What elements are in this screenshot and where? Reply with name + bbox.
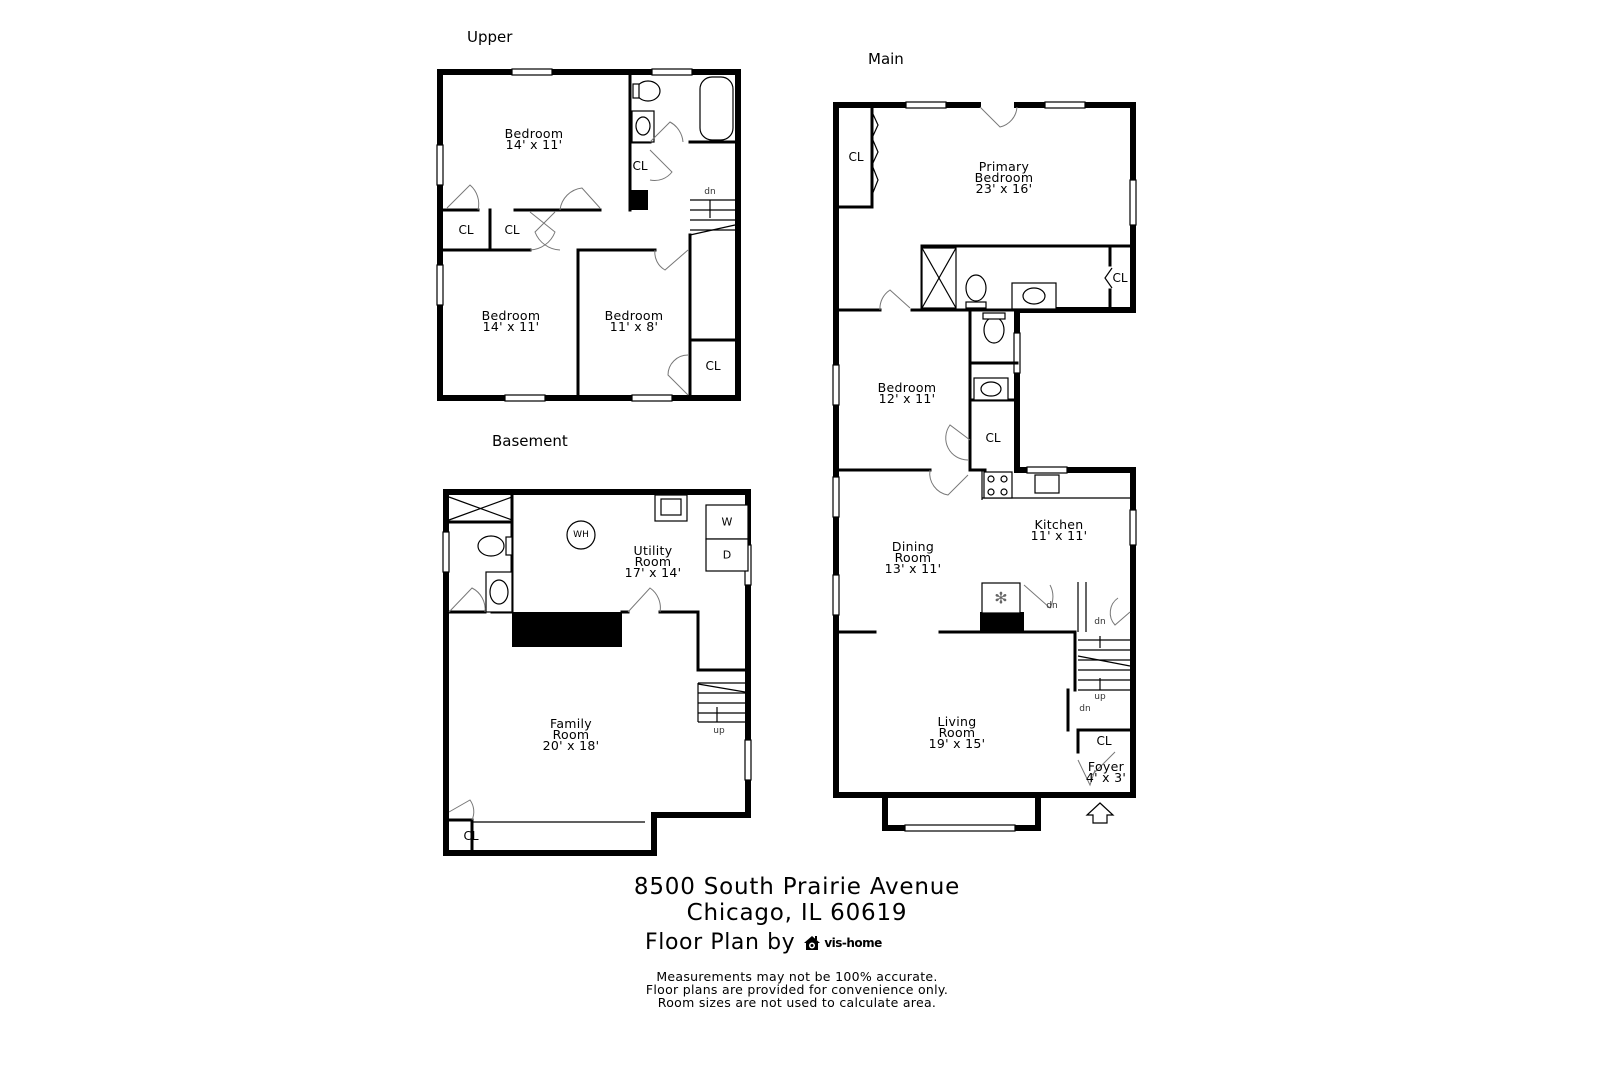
stair-down-label: dn: [1094, 617, 1106, 627]
room-primary-bedroom: Primary Bedroom 23' x 16': [974, 159, 1034, 196]
closet-label: CL: [632, 159, 648, 173]
room-name-line2: Room: [894, 550, 932, 565]
room-size: 4' x 3': [1085, 770, 1127, 785]
room-size: 17' x 14': [624, 565, 682, 580]
basement-floor-plan: [442, 489, 752, 856]
room-name: Kitchen: [1034, 517, 1084, 532]
room-size: 11' x 8': [609, 319, 659, 334]
room-size: 13' x 11': [884, 561, 942, 576]
room-name-line1: Primary: [978, 159, 1030, 174]
room-name-line2: Bedroom: [974, 170, 1034, 185]
washer-label: W: [721, 515, 733, 529]
property-address: 8500 South Prairie Avenue Chicago, IL 60…: [634, 874, 960, 926]
room-foyer: Foyer 4' x 3': [1085, 759, 1127, 785]
stair-up-label: up: [713, 726, 725, 736]
room-family-room: Family Room 20' x 18': [542, 716, 600, 753]
disclaimer-line: Floor plans are provided for convenience…: [645, 982, 949, 997]
closet-label: CL: [1096, 734, 1112, 748]
disclaimer-line: Measurements may not be 100% accurate.: [656, 969, 938, 984]
room-upper-bedroom-1: Bedroom 14' x 11': [504, 126, 564, 152]
main-floor-plan: [832, 101, 1137, 832]
room-size: 20' x 18': [542, 738, 600, 753]
closet-label: CL: [985, 431, 1001, 445]
room-name-line1: Utility: [633, 543, 673, 558]
closet-label: CL: [705, 359, 721, 373]
room-name-line2: Room: [938, 725, 976, 740]
disclaimer-line: Room sizes are not used to calculate are…: [657, 995, 937, 1010]
closet-label: CL: [463, 829, 479, 843]
upper-floor-title: Upper: [467, 28, 513, 46]
brand-logo: vis-home: [803, 934, 882, 952]
dryer-label: D: [722, 548, 732, 562]
room-size: 23' x 16': [975, 181, 1033, 196]
credit-label: Floor Plan by: [645, 930, 796, 955]
room-name-line1: Dining: [891, 539, 935, 554]
room-upper-bedroom-3: Bedroom 11' x 8': [604, 308, 664, 334]
closet-label: CL: [848, 150, 864, 164]
room-name: Bedroom: [604, 308, 664, 323]
room-upper-bedroom-2: Bedroom 14' x 11': [481, 308, 541, 334]
water-heater-label: WH: [573, 530, 589, 540]
floor-plan-credit: Floor Plan by vis-home: [645, 930, 882, 955]
room-name-line2: Room: [552, 727, 590, 742]
room-name-line2: Room: [634, 554, 672, 569]
main-floor-title: Main: [868, 50, 904, 68]
room-name: Bedroom: [877, 380, 937, 395]
room-utility-room: Utility Room 17' x 14': [624, 543, 682, 580]
room-size: 11' x 11': [1030, 528, 1088, 543]
room-main-bedroom: Bedroom 12' x 11': [877, 380, 937, 406]
address-line2: Chicago, IL 60619: [686, 900, 908, 926]
brand-name: vis-home: [824, 935, 882, 950]
room-name: Bedroom: [504, 126, 564, 141]
closet-label: CL: [458, 223, 474, 237]
address-line1: 8500 South Prairie Avenue: [633, 874, 961, 900]
stair-up-label: up: [1094, 692, 1106, 702]
stair-down-label: dn: [1046, 601, 1058, 611]
room-name: Foyer: [1087, 759, 1125, 774]
snowflake-icon: ✻: [994, 588, 1008, 608]
closet-label: CL: [504, 223, 520, 237]
room-size: 14' x 11': [482, 319, 540, 334]
room-size: 12' x 11': [878, 391, 936, 406]
room-dining-room: Dining Room 13' x 11': [884, 539, 942, 576]
stair-down-label: dn: [1079, 704, 1091, 714]
house-camera-icon: [804, 935, 821, 950]
closet-label: CL: [1112, 271, 1128, 285]
room-name-line1: Living: [937, 714, 977, 729]
room-kitchen: Kitchen 11' x 11': [1030, 517, 1088, 543]
room-name-line1: Family: [549, 716, 593, 731]
basement-floor-title: Basement: [492, 432, 568, 450]
disclaimer: Measurements may not be 100% accurate. F…: [646, 970, 948, 1009]
room-living-room: Living Room 19' x 15': [928, 714, 986, 751]
stair-down-label: dn: [704, 187, 716, 197]
upper-floor-plan: [436, 68, 741, 402]
room-name: Bedroom: [481, 308, 541, 323]
room-size: 19' x 15': [928, 736, 986, 751]
room-size: 14' x 11': [505, 137, 563, 152]
